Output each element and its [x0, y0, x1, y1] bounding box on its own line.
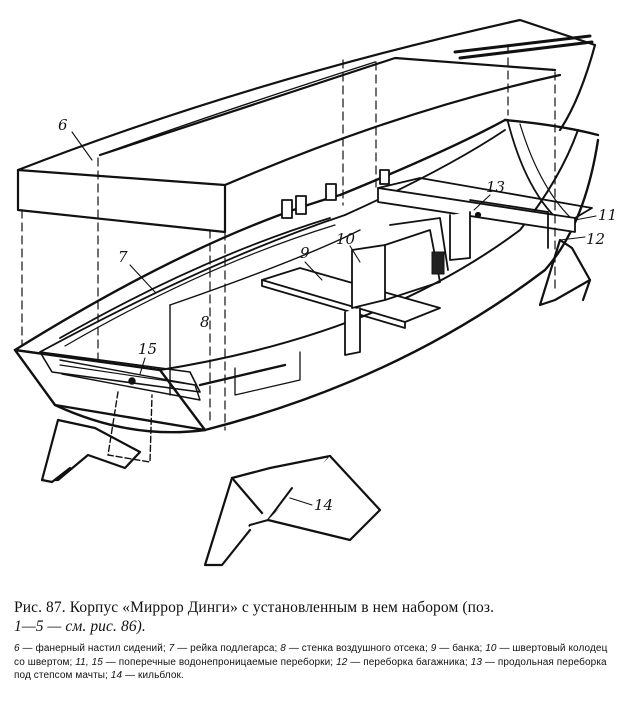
legend-text: — швертовый колодец со швертом; — [14, 643, 608, 668]
keel-block-fore — [538, 238, 592, 307]
legend-num: 8 — [280, 643, 286, 654]
hull-illustration-svg: 6 7 8 9 10 11 12 13 14 15 — [13, 18, 617, 567]
legend-num: 9 — [430, 643, 437, 654]
caption-legend: 6 — фанерный настил сидений; 7 — рейка п… — [14, 642, 620, 683]
legend-text: — рейка подлегарса; — [174, 643, 281, 654]
caption-title-line1: Рис. 87. Корпус «Миррор Динги» с установ… — [14, 599, 495, 616]
caption-title-line2: 1—5 — см. рис. 86). — [14, 618, 146, 635]
callout-15: 15 — [138, 340, 157, 358]
legend-num: 6 — [14, 643, 20, 654]
legend-num: 7 — [168, 643, 175, 654]
callout-7: 7 — [118, 248, 128, 266]
callout-10: 10 — [336, 230, 356, 248]
callout-13: 13 — [486, 178, 505, 196]
legend-text: — стенка воздушного отсека; — [285, 643, 431, 654]
legend-num: 12 — [336, 656, 348, 668]
callout-9: 9 — [300, 244, 310, 262]
keel-block-aft — [40, 418, 142, 484]
legend-num: 10 — [485, 643, 497, 654]
seat-decking — [16, 18, 597, 234]
legend-num: 11, 15 — [75, 656, 103, 668]
legend-num: 13 — [470, 656, 483, 668]
hull-shell — [13, 118, 600, 463]
legend-text: — кильблок. — [122, 670, 184, 681]
legend-text: — банка; — [436, 643, 486, 654]
legend-text: — фанерный настил сидений; — [19, 643, 169, 654]
callout-11: 11 — [598, 206, 617, 224]
caption-title: Рис. 87. Корпус «Миррор Динги» с установ… — [14, 598, 620, 636]
legend-text: — переборка багажника; — [347, 656, 471, 668]
callout-14: 14 — [314, 496, 333, 514]
leader-lines — [71, 131, 597, 506]
callout-8: 8 — [200, 313, 210, 331]
keel-block-mid — [203, 454, 382, 567]
legend-text: — продольная переборка под степсом мачты… — [14, 656, 607, 682]
boat-hull-drawing: 6 7 8 9 10 11 12 13 14 15 — [13, 18, 617, 567]
callout-6: 6 — [58, 116, 68, 134]
callout-12: 12 — [586, 230, 605, 248]
legend-text: — поперечные водонепроницаемые переборки… — [102, 656, 337, 668]
legend-num: 14 — [110, 670, 123, 681]
interior-frame — [59, 169, 593, 401]
figure-caption: Рис. 87. Корпус «Миррор Динги» с установ… — [14, 598, 620, 683]
projection-lines — [21, 44, 556, 431]
